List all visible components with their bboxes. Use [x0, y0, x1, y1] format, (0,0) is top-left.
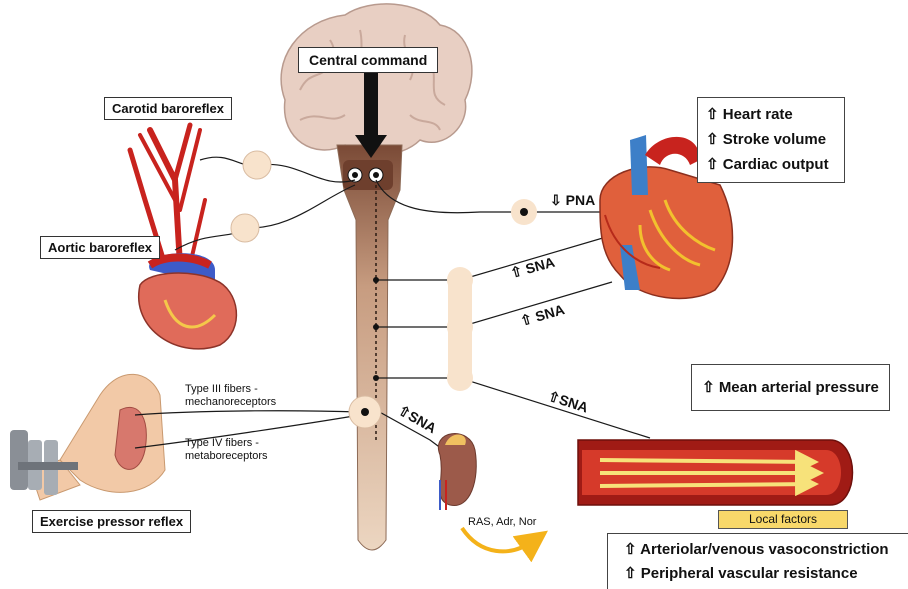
vascular-resistance-text: ⇧ Peripheral vascular resistance: [624, 562, 908, 586]
blood-vessel: [578, 440, 853, 505]
pna-label: ⇩ PNA: [550, 192, 595, 208]
heart-rate-text: ⇧ Heart rate: [706, 102, 836, 127]
vascular-response-box: ⇧ Arteriolar/venous vasoconstriction ⇧ P…: [607, 533, 908, 589]
type-iv-line2: metaboreceptors: [185, 450, 268, 463]
type-iii-line2: mechanoreceptors: [185, 396, 276, 409]
aortic-baroreflex-label: Aortic baroreflex: [40, 236, 160, 259]
type-iii-fibers-label: Type III fibers - mechanoreceptors: [185, 383, 276, 409]
sna-label-3: ⇧SNA: [546, 388, 590, 416]
sna-label-kidney: ⇧SNA: [396, 402, 440, 437]
sna-label-1: ⇧ SNA: [509, 254, 557, 281]
cardiac-response-box: ⇧ Heart rate ⇧ Stroke volume ⇧ Cardiac o…: [697, 97, 845, 183]
hormone-arrow: [462, 528, 535, 551]
nucleus-dot-left: [352, 172, 358, 178]
type-iv-fibers-label: Type IV fibers - metaboreceptors: [185, 437, 268, 463]
nucleus-dot-right: [373, 172, 379, 178]
stroke-volume-text: ⇧ Stroke volume: [706, 127, 836, 152]
local-factors-label: Local factors: [718, 510, 848, 529]
cardiac-output-text: ⇧ Cardiac output: [706, 152, 836, 177]
type-iii-line1: Type III fibers -: [185, 383, 276, 396]
aortic-heart: [139, 253, 237, 349]
mean-arterial-pressure-box: ⇧ Mean arterial pressure: [691, 364, 890, 411]
exercise-pressor-reflex-label: Exercise pressor reflex: [32, 510, 191, 533]
vasoconstriction-text: ⇧ Arteriolar/venous vasoconstriction: [624, 538, 908, 562]
type-iv-line1: Type IV fibers -: [185, 437, 268, 450]
central-command-label: Central command: [298, 47, 438, 73]
ras-adr-nor-label: RAS, Adr, Nor: [468, 516, 536, 528]
kidney: [438, 434, 476, 510]
spinal-cord: [337, 145, 402, 550]
carotid-baroreflex-label: Carotid baroreflex: [104, 97, 232, 120]
sna-label-2: ⇧ SNA: [518, 301, 566, 329]
